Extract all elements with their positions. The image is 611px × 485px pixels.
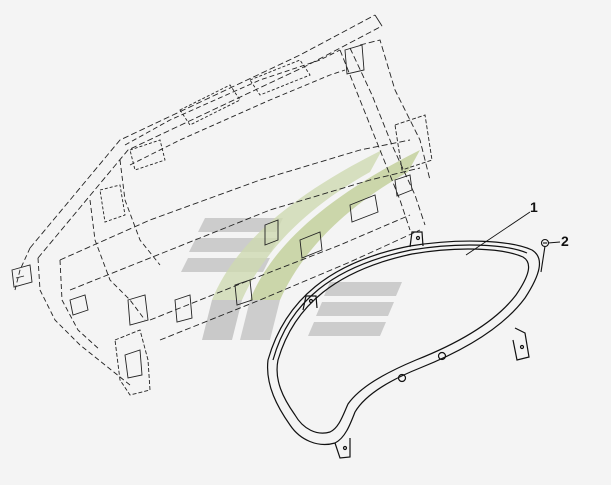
watermark-logo: [181, 150, 420, 340]
dashboard-frame-drawing: [11, 14, 433, 396]
callout-2: 2: [561, 233, 569, 249]
callout-1: 1: [530, 199, 538, 215]
leader-line-1: [465, 211, 531, 256]
leader-line-2: [547, 241, 561, 244]
screw-part: [540, 238, 550, 273]
instrument-cluster-bezel: [266, 231, 541, 459]
leader-lines: [465, 211, 561, 256]
